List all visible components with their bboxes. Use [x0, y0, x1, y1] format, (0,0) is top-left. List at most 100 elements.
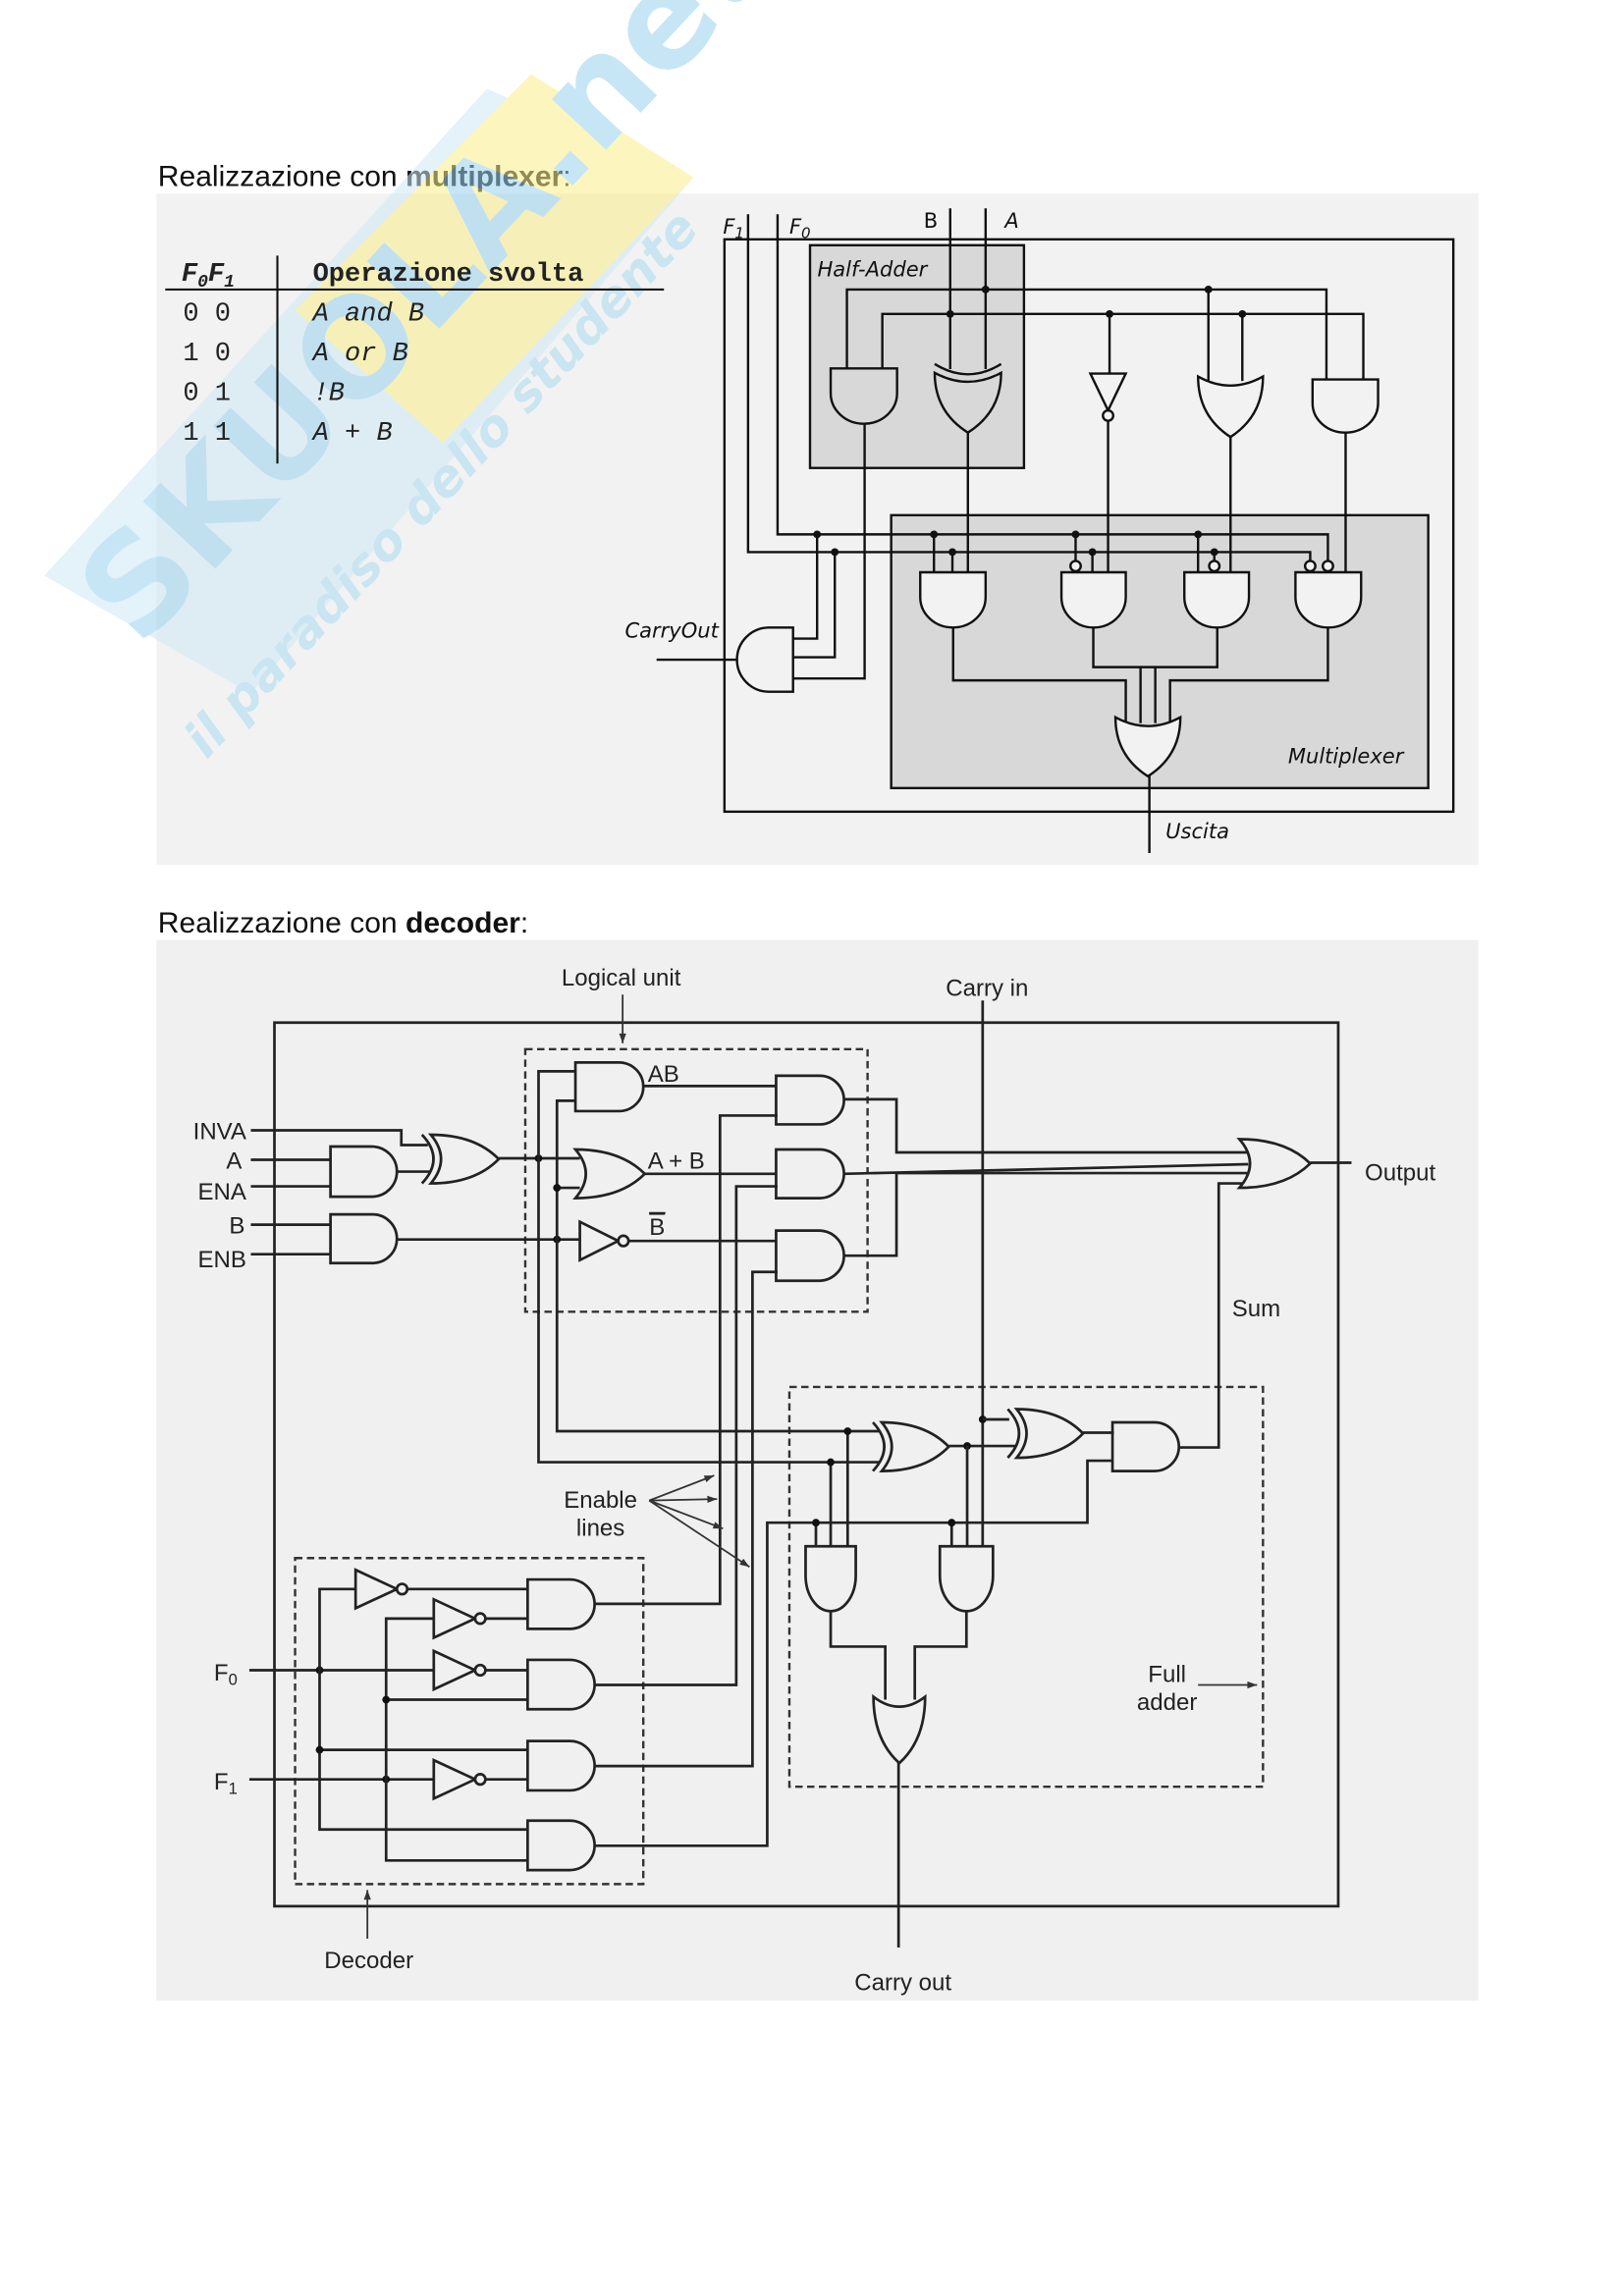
- junction-dot: [946, 309, 954, 318]
- uscita-label: Uscita: [1165, 819, 1229, 843]
- or-gate: [933, 370, 1002, 435]
- inverter-bubble: [395, 1582, 409, 1596]
- table-row-bits: 0 0: [183, 298, 231, 329]
- or-gate: [872, 1693, 927, 1765]
- wire: [537, 1070, 880, 1464]
- table-row-operation: !B: [313, 379, 345, 409]
- alu-outer-box: [273, 1021, 1340, 1908]
- junction-dot: [827, 1458, 835, 1467]
- junction-dot: [1106, 309, 1113, 318]
- wire: [594, 1114, 778, 1606]
- or-gate: [572, 1148, 647, 1200]
- a-label: A: [1002, 208, 1018, 233]
- and-gate: [526, 1658, 596, 1711]
- not-gate: [432, 1597, 479, 1640]
- multiplexer-label: Multiplexer: [1288, 743, 1405, 768]
- inverter-bubble: [1069, 560, 1082, 573]
- not-b-label: B: [649, 1214, 665, 1241]
- input-label-inva: INVA: [193, 1118, 246, 1145]
- junction-dot: [947, 1519, 956, 1527]
- or-gate: [1236, 1138, 1313, 1190]
- f0-input-label: F0: [214, 1660, 238, 1689]
- section-heading-decoder: Realizzazione con decoder:: [158, 907, 528, 939]
- arrow-line: [648, 1499, 724, 1530]
- input-label-enb: ENB: [198, 1247, 246, 1273]
- full-adder-box: [787, 1385, 1265, 1789]
- and-gate: [1311, 378, 1380, 434]
- arrow-line: [648, 1474, 715, 1502]
- not-gate: [1088, 372, 1128, 413]
- and-gate: [1110, 1420, 1180, 1472]
- wire: [555, 1099, 880, 1433]
- wire: [776, 214, 1329, 561]
- inverter-bubble: [1208, 560, 1221, 573]
- or-gate: [1197, 374, 1265, 439]
- and-gate: [1294, 570, 1363, 629]
- table-header-f0f1: F0F1: [182, 259, 235, 293]
- and-gate: [329, 1145, 399, 1199]
- inverter-bubble: [1303, 560, 1317, 573]
- and-gate: [829, 367, 898, 425]
- wire: [913, 1611, 968, 1700]
- alu-outer-box: [723, 238, 1455, 814]
- wire: [792, 552, 837, 659]
- arrow-line: [648, 1499, 750, 1569]
- junction-dot: [1238, 309, 1247, 318]
- and-gate: [775, 1148, 845, 1200]
- arrow-head: [363, 1890, 371, 1900]
- junction-dot: [1204, 286, 1213, 294]
- a-plus-b-label: A + B: [648, 1148, 705, 1175]
- f1-input-label: F1: [214, 1769, 238, 1798]
- or-gate: [879, 1420, 951, 1472]
- junction-dot: [553, 1184, 562, 1192]
- not-gate: [353, 1568, 401, 1611]
- sum-label: Sum: [1232, 1296, 1280, 1322]
- or-gate: [427, 1133, 501, 1185]
- and-gate: [775, 1074, 845, 1126]
- table-row-operation: A + B: [311, 418, 393, 449]
- and-gate: [1183, 570, 1251, 629]
- and-gate: [938, 1544, 995, 1613]
- truth-table: F0F1 Operazione svolta 0 0 A and B 1 0 A or…: [165, 255, 665, 464]
- wire: [951, 627, 1127, 723]
- carry-out-label: Carry out: [854, 1970, 951, 1997]
- wire: [746, 214, 1312, 561]
- carryout-label: CarryOut: [624, 618, 719, 643]
- inverter-bubble: [617, 1234, 630, 1248]
- input-label-b: B: [229, 1213, 244, 1240]
- logical-unit-box: [523, 1047, 869, 1313]
- table-row-bits: 1 0: [183, 339, 231, 369]
- inverter-bubble: [473, 1663, 487, 1678]
- table-row-bits: 0 1: [183, 379, 231, 409]
- or-gate: [1113, 715, 1182, 778]
- not-gate: [432, 1758, 479, 1801]
- arrow-head: [703, 1475, 715, 1483]
- half-adder-label: Half-Adder: [818, 256, 929, 281]
- xor-gate-curve: [934, 362, 1002, 376]
- and-gate: [526, 1819, 596, 1872]
- not-gate: [432, 1648, 479, 1692]
- carry-in-label: Carry in: [946, 976, 1028, 1002]
- or-gate: [1013, 1408, 1085, 1460]
- xor-gate-curve: [872, 1421, 886, 1472]
- input-label-a: A: [226, 1148, 242, 1175]
- junction-dot: [843, 1427, 852, 1435]
- half-adder-box: [808, 243, 1026, 469]
- arrow-head: [739, 1558, 750, 1568]
- junction-dot: [1194, 530, 1203, 539]
- table-row-operation: A or B: [311, 339, 408, 369]
- inverter-bubble: [1321, 560, 1334, 573]
- not-gate: [578, 1219, 622, 1262]
- wire: [792, 423, 866, 680]
- multiplexer-circuit: Half-Adder Multiplexer F1 F0 B A CarryOu…: [624, 208, 1455, 853]
- arrow-head: [619, 1033, 626, 1043]
- and-gate: [919, 570, 988, 629]
- wire: [843, 1171, 1249, 1257]
- table-header-operation: Operazione svolta: [313, 259, 584, 290]
- junction-dot: [382, 1695, 391, 1704]
- junction-dot: [813, 530, 822, 539]
- table-row-operation: A and B: [311, 298, 425, 329]
- junction-dot: [831, 548, 839, 557]
